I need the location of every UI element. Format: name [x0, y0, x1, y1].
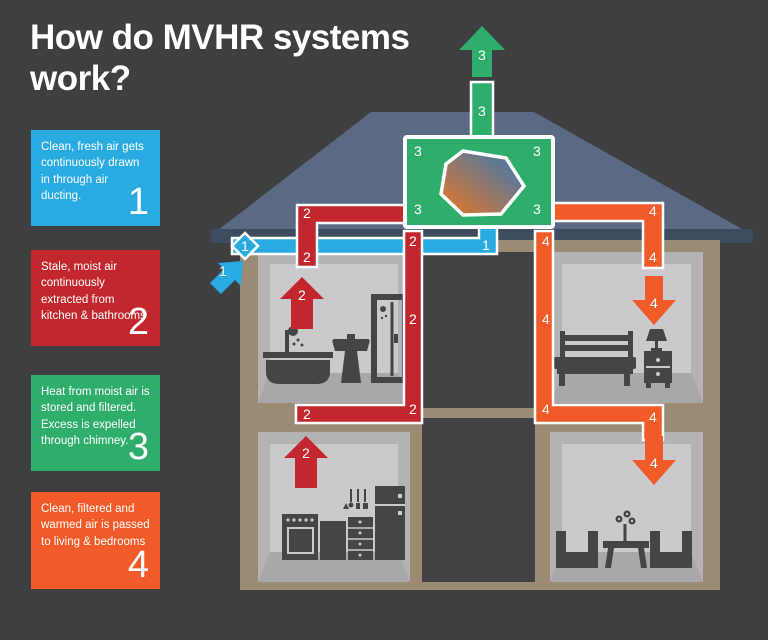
bathtub-icon [285, 330, 289, 354]
sink-icon [332, 334, 370, 383]
duct-label-3-chimney: 3 [478, 103, 486, 119]
chimney-arrow-icon [459, 26, 505, 77]
step-3-text: Heat from moist air is stored and filter… [41, 386, 150, 447]
duct-label-1-elbow: 1 [482, 237, 490, 253]
living-furniture [556, 510, 692, 568]
extract-duct-kitchen [294, 229, 424, 425]
step-box-2: Stale, moist air continuously extracted … [31, 250, 160, 346]
nightstand-icon [644, 351, 672, 388]
bathroom-furniture [263, 294, 408, 384]
step-4-text: Clean, filtered and warmed air is passed… [41, 503, 150, 548]
duct-label-2-kitchen-end: 2 [303, 406, 311, 422]
duct-label-4-riser-bottom: 4 [542, 401, 550, 417]
floor-band [422, 408, 535, 418]
heat-exchanger-icon [439, 149, 527, 217]
duct-label-1-arrow: 1 [219, 263, 227, 279]
armchair-icon [650, 531, 692, 568]
duct-label-3-arrow: 3 [478, 47, 486, 63]
drawers-icon [348, 517, 373, 560]
up-arrow-icon [284, 436, 328, 488]
fridge-icon [375, 486, 405, 560]
plant-icon [615, 510, 636, 542]
step-3-number: 3 [127, 426, 149, 468]
duct-label-4-elbow: 4 [649, 203, 657, 219]
duct-label-3-unit-tl: 3 [414, 143, 422, 159]
cabinet-icon [320, 521, 346, 560]
duct-label-3-unit-bl: 3 [414, 201, 422, 217]
step-2-number: 2 [127, 301, 149, 343]
duct-label-3-unit-tr: 3 [533, 143, 541, 159]
duct-label-2-elbow: 2 [303, 205, 311, 221]
duct-label-2-bath-arrow: 2 [298, 287, 306, 303]
duct-label-4-riser-top: 4 [542, 233, 550, 249]
armchair-icon [556, 531, 598, 568]
kitchen-furniture [282, 486, 405, 560]
page-title: How do MVHR systems work? [30, 18, 410, 98]
duct-label-4-bed-end: 4 [649, 249, 657, 265]
duct-label-4-bed-arrow: 4 [650, 295, 658, 311]
coffee-table-icon [603, 541, 649, 568]
duct-label-4-living-elbow: 4 [649, 409, 657, 425]
step-box-3: Heat from moist air is stored and filter… [31, 375, 160, 471]
duct-label-2-riser-bottom: 2 [409, 401, 417, 417]
duct-label-1-vent: 1 [241, 238, 249, 254]
bedroom-furniture [554, 329, 672, 388]
duct-label-2-riser-top: 2 [409, 233, 417, 249]
step-1-text: Clean, fresh air gets continuously drawn… [41, 141, 144, 202]
ne-arrow-icon [210, 261, 243, 294]
duct-label-2-kitchen-arrow: 2 [302, 445, 310, 461]
step-box-4: Clean, filtered and warmed air is passed… [31, 492, 160, 589]
stove-icon [282, 514, 318, 560]
step-box-1: Clean, fresh air gets continuously drawn… [31, 130, 160, 226]
duct-label-4-living-arrow: 4 [650, 455, 658, 471]
intake-vent [230, 231, 260, 261]
step-4-number: 4 [127, 544, 149, 586]
step-1-number: 1 [127, 181, 149, 223]
duct-label-2-bath-end: 2 [303, 249, 311, 265]
duct-label-2-riser-mid: 2 [409, 311, 417, 327]
utensils-icon [343, 489, 368, 509]
bed-icon [554, 331, 636, 386]
lamp-icon [646, 329, 667, 352]
down-arrow-icon [632, 276, 676, 325]
up-arrow-icon [280, 277, 324, 329]
duct-label-3-unit-br: 3 [533, 201, 541, 217]
duct-label-4-riser-mid: 4 [542, 311, 550, 327]
step-2-text: Stale, moist air continuously extracted … [41, 261, 146, 322]
down-arrow-icon [632, 436, 676, 485]
